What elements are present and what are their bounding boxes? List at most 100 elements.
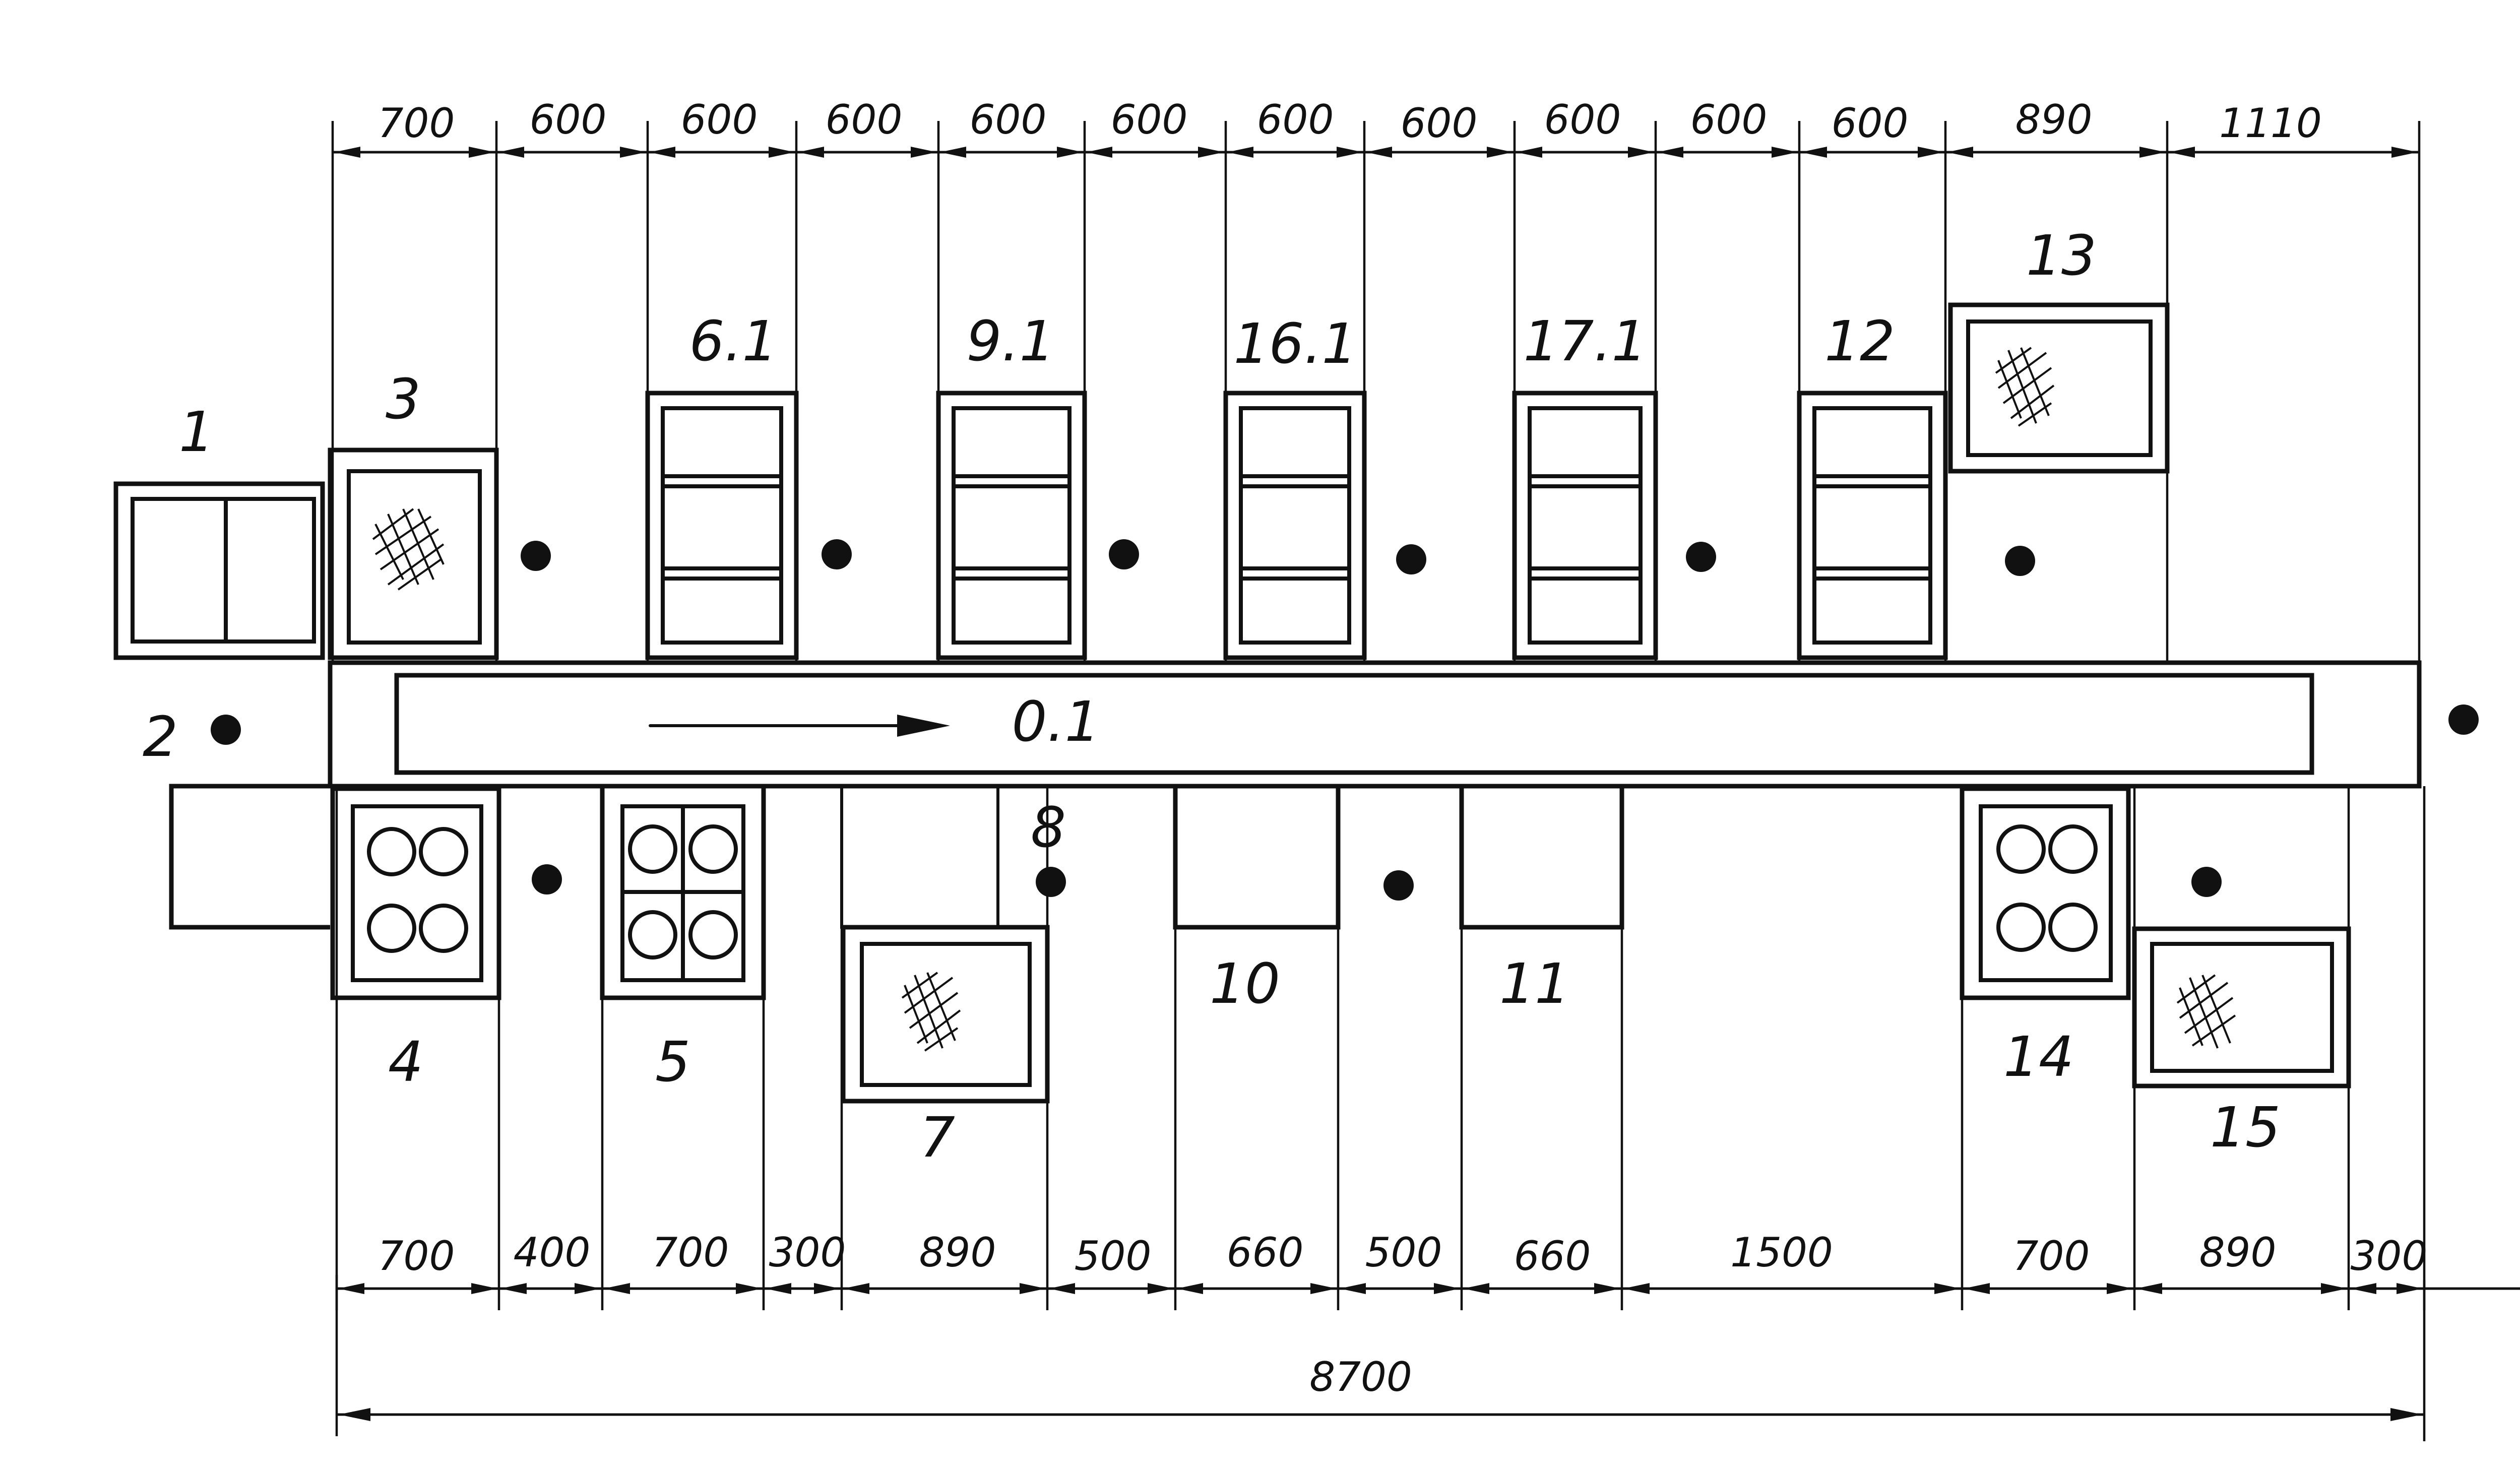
workstation-dot-end bbox=[2448, 705, 2479, 735]
top-dim-3: 600 bbox=[681, 96, 758, 143]
equipment-9-1-rack: 9.1 bbox=[936, 309, 1087, 660]
top-dim-8: 600 bbox=[1401, 100, 1478, 147]
top-arrowhead bbox=[1487, 147, 1513, 158]
top-arrowhead bbox=[334, 147, 360, 158]
equipment-5-stove: 5 bbox=[600, 784, 766, 1094]
top-arrowhead bbox=[2169, 147, 2195, 158]
bottom-arrowhead bbox=[2136, 1283, 2162, 1294]
equipment-12-rack: 12 bbox=[1797, 309, 1948, 660]
workstation-dot-3 bbox=[521, 541, 551, 571]
top-dim-10: 600 bbox=[1690, 96, 1768, 143]
equipment-10-table: 10 bbox=[1173, 786, 1341, 1016]
bottom-dim-5: 890 bbox=[919, 1229, 996, 1276]
top-arrowhead bbox=[1198, 147, 1224, 158]
top-arrowhead bbox=[1086, 147, 1112, 158]
top-arrowhead bbox=[1337, 147, 1363, 158]
top-arrowhead bbox=[1227, 147, 1253, 158]
label-8: 8 bbox=[1031, 795, 1066, 860]
bottom-arrowhead bbox=[765, 1283, 791, 1294]
top-arrowhead bbox=[1947, 147, 1973, 158]
label-12: 12 bbox=[1824, 309, 1895, 373]
top-arrowhead bbox=[1801, 147, 1827, 158]
bottom-arrowhead bbox=[471, 1283, 497, 1294]
bottom-dim-4: 300 bbox=[769, 1229, 846, 1276]
overall-dimension: 8700 bbox=[335, 1275, 2426, 1441]
label-10: 10 bbox=[1210, 951, 1280, 1016]
top-dim-4: 600 bbox=[826, 96, 903, 143]
bottom-dim-1: 700 bbox=[378, 1233, 455, 1279]
label-16-1: 16.1 bbox=[1234, 311, 1357, 376]
workstation-dot-17 bbox=[1686, 542, 1716, 572]
bottom-dim-13: 300 bbox=[2351, 1233, 2428, 1279]
bottom-arrowhead bbox=[1049, 1283, 1075, 1294]
equipment-17-1-rack: 17.1 bbox=[1512, 309, 1658, 660]
top-dim-5: 600 bbox=[970, 96, 1047, 143]
label-0-1: 0.1 bbox=[1012, 689, 1100, 754]
bottom-arrowhead bbox=[338, 1283, 364, 1294]
top-arrowhead bbox=[469, 147, 495, 158]
bottom-dim-3: 700 bbox=[652, 1229, 729, 1276]
label-1: 1 bbox=[179, 400, 214, 464]
bottom-arrowhead bbox=[1340, 1283, 1366, 1294]
label-3: 3 bbox=[386, 367, 421, 431]
workstation-dot-16 bbox=[1396, 544, 1426, 574]
bottom-dimension-arrows bbox=[338, 1283, 2423, 1294]
bottom-arrowhead bbox=[1623, 1283, 1650, 1294]
bottom-dimension-chain: 700 400 700 300 890 500 660 500 660 1500… bbox=[335, 786, 2520, 1310]
label-6-1: 6.1 bbox=[689, 309, 778, 373]
bottom-dim-9: 660 bbox=[1514, 1233, 1591, 1279]
bottom-arrowhead bbox=[1434, 1283, 1460, 1294]
top-arrowhead bbox=[769, 147, 795, 158]
top-arrowhead bbox=[498, 147, 524, 158]
bottom-arrowhead bbox=[1310, 1283, 1337, 1294]
workstation-dot-14 bbox=[2191, 867, 2222, 897]
top-arrowhead bbox=[1657, 147, 1683, 158]
label-13: 13 bbox=[2026, 223, 2097, 288]
equipment-15-hatched-unit: 15 bbox=[2132, 926, 2351, 1160]
top-arrowhead bbox=[1516, 147, 1542, 158]
equipment-16-1-rack: 16.1 bbox=[1223, 311, 1367, 660]
bottom-dim-7: 660 bbox=[1227, 1229, 1304, 1276]
top-arrowhead bbox=[911, 147, 937, 158]
top-dim-13: 1110 bbox=[2219, 100, 2322, 147]
top-dim-12: 890 bbox=[2015, 96, 2093, 143]
label-7: 7 bbox=[920, 1105, 955, 1170]
top-dim-2: 600 bbox=[530, 96, 607, 143]
label-11: 11 bbox=[1499, 951, 1570, 1016]
bottom-dim-6: 500 bbox=[1075, 1233, 1152, 1279]
top-dim-11: 600 bbox=[1832, 100, 1909, 147]
bottom-arrowhead bbox=[1148, 1283, 1174, 1294]
workstation-dot-10 bbox=[1383, 870, 1414, 901]
equipment-14-stove: 14 bbox=[1960, 786, 2131, 1089]
bottom-arrowhead bbox=[2350, 1283, 2376, 1294]
equipment-11-table: 11 bbox=[1459, 786, 1624, 1016]
equipment-4-stove: 4 bbox=[330, 786, 501, 1094]
bottom-arrowhead bbox=[500, 1283, 527, 1294]
top-arrowhead bbox=[2139, 147, 2166, 158]
bottom-dim-2: 400 bbox=[514, 1229, 591, 1276]
bottom-arrowhead bbox=[1964, 1283, 1990, 1294]
top-arrowhead bbox=[2391, 147, 2418, 158]
bottom-arrowhead bbox=[2321, 1283, 2347, 1294]
hatch-icon bbox=[372, 508, 445, 591]
bottom-arrowhead bbox=[1177, 1283, 1203, 1294]
overall-dim-value: 8700 bbox=[1309, 1354, 1412, 1400]
workstation-dot-2 bbox=[211, 715, 241, 745]
bottom-dim-12: 890 bbox=[2199, 1229, 2277, 1276]
flow-arrow-icon bbox=[897, 715, 950, 737]
workstation-dot-4 bbox=[532, 864, 562, 894]
top-arrowhead bbox=[620, 147, 646, 158]
bottom-arrowhead bbox=[843, 1283, 869, 1294]
workstation-dot-12 bbox=[2005, 546, 2035, 576]
label-17-1: 17.1 bbox=[1524, 309, 1647, 373]
bottom-arrowhead bbox=[814, 1283, 840, 1294]
top-arrowhead bbox=[1628, 147, 1654, 158]
top-dim-7: 600 bbox=[1257, 96, 1334, 143]
hatch-icon bbox=[901, 972, 961, 1052]
equipment-7-8-area: 7 8 bbox=[840, 785, 1066, 1170]
bottom-arrowhead bbox=[736, 1283, 762, 1294]
bottom-arrowhead bbox=[604, 1283, 630, 1294]
bottom-dim-8: 500 bbox=[1365, 1229, 1442, 1276]
top-arrowhead bbox=[1057, 147, 1083, 158]
